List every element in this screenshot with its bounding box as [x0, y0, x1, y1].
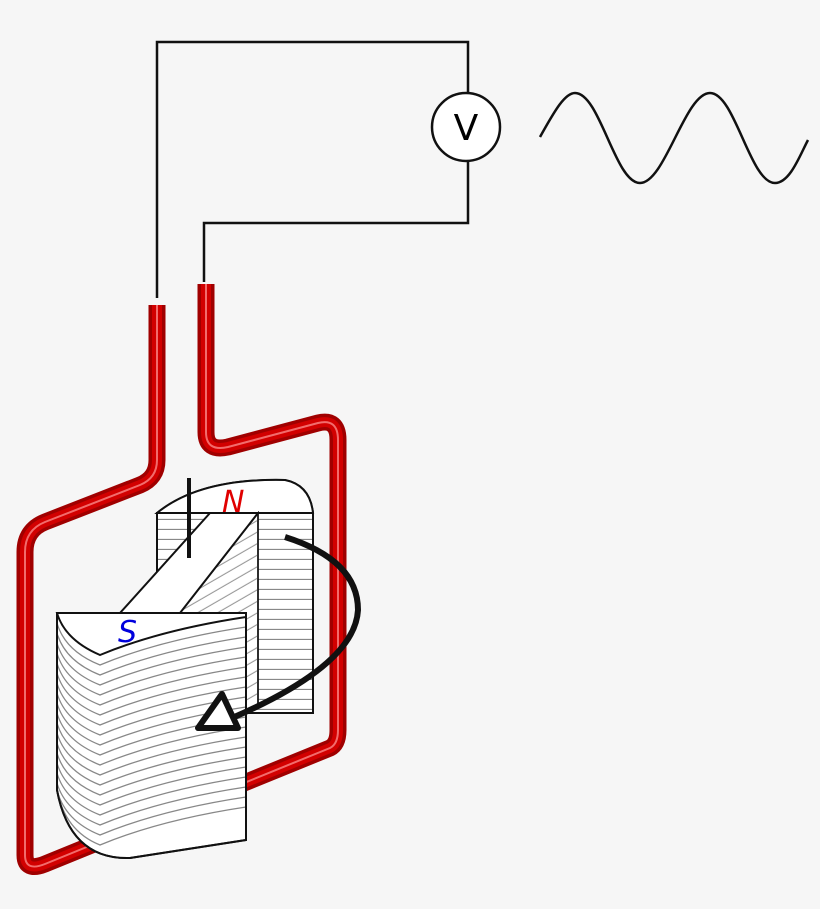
lamination-line	[56, 652, 247, 696]
north-pole-label: N	[222, 485, 244, 520]
rotation-arrow-icon	[195, 534, 362, 731]
lamination-line	[56, 662, 247, 706]
magnet-south-block	[55, 612, 247, 860]
lamination-line	[56, 752, 247, 796]
lamination-line	[56, 622, 247, 666]
lamination-line	[56, 672, 247, 716]
lamination-line	[56, 762, 247, 806]
lamination-line	[56, 692, 247, 736]
lamination-line	[56, 682, 247, 726]
lamination-line	[56, 702, 247, 746]
lamination-line	[56, 722, 247, 766]
ac-sine-wave	[538, 91, 810, 185]
south-pole-label: S	[118, 615, 137, 650]
lamination-line	[56, 742, 247, 786]
voltmeter: V	[430, 91, 502, 163]
lamination-line	[56, 782, 247, 826]
lamination-line	[56, 632, 247, 676]
lamination-line	[56, 772, 247, 816]
circuit-wire-left	[155, 40, 470, 298]
lamination-line	[56, 789, 247, 846]
lamination-line	[56, 642, 247, 686]
circuit-wire-right	[202, 161, 470, 282]
voltmeter-label: V	[454, 108, 479, 149]
lamination-line	[56, 732, 247, 776]
lamination-line	[56, 789, 247, 836]
